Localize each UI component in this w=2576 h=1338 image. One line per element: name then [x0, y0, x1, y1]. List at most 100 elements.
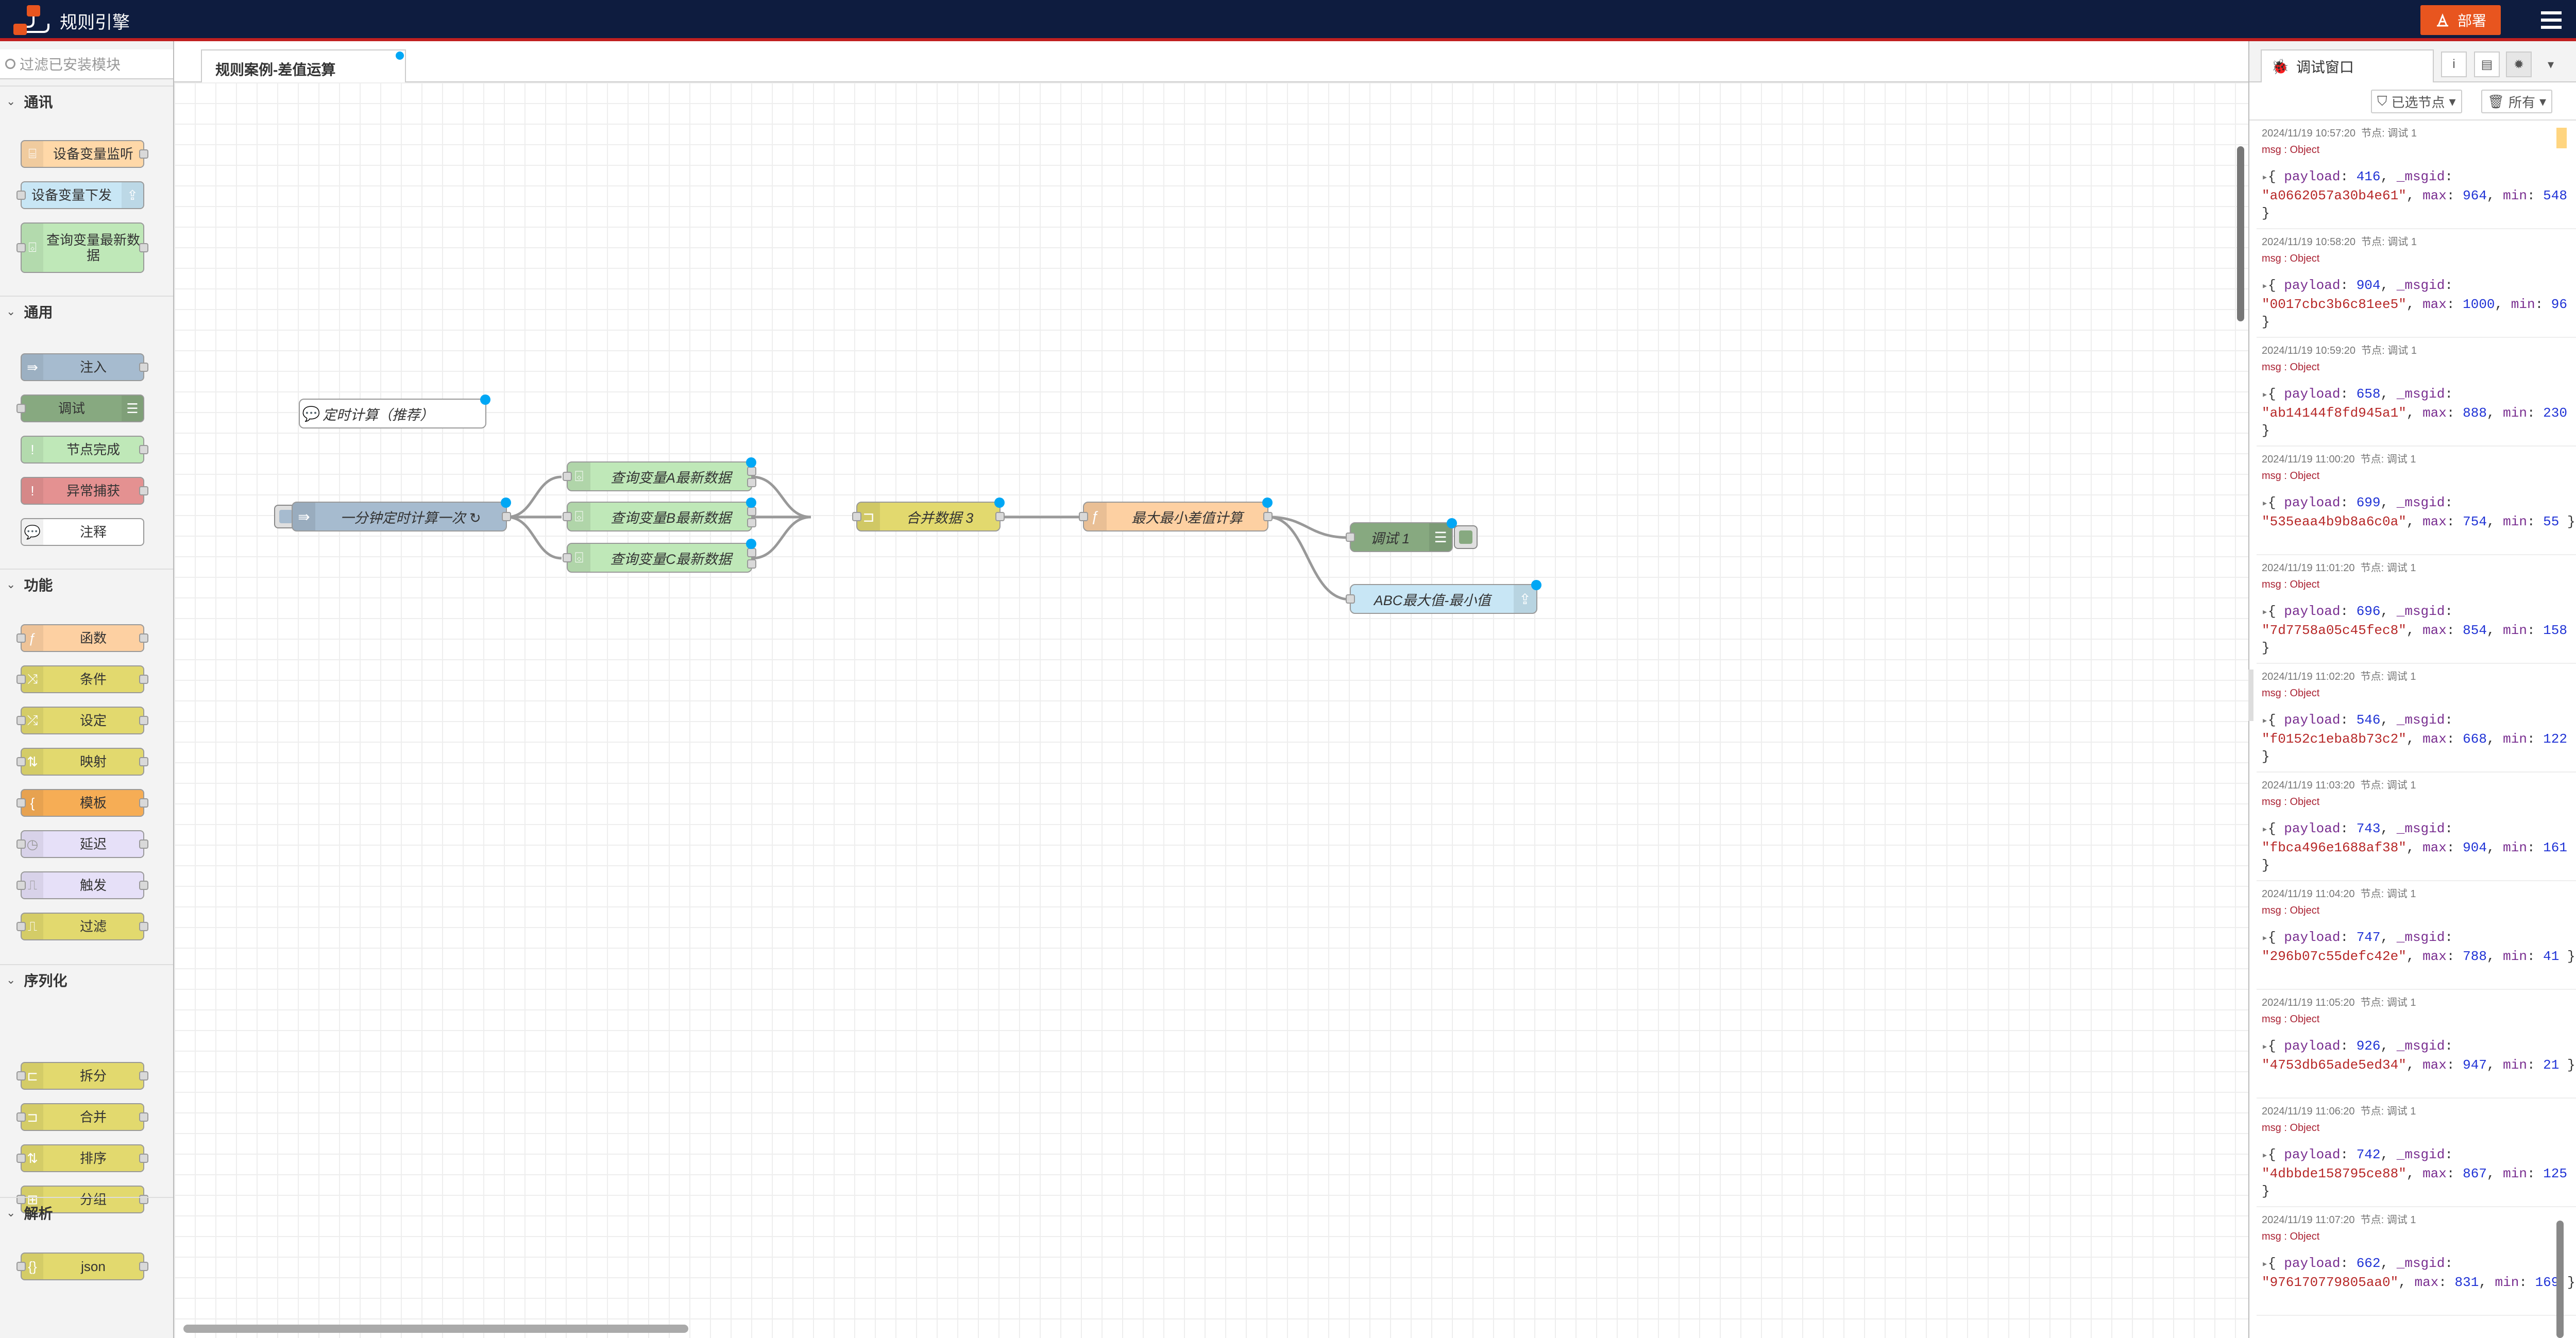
output-port[interactable] [502, 512, 511, 521]
palette-node-switch[interactable]: ⤨ 条件 [16, 665, 148, 693]
clear-all-dropdown[interactable]: 🗑 所有 ▾ [2481, 90, 2553, 113]
input-port[interactable] [1346, 594, 1355, 604]
output-port[interactable] [747, 467, 756, 476]
flow-canvas[interactable]: 💬 定时计算（推荐） ⇛ 一分钟定时计算一次 ↻ ⌺ 查询变量A最新数据 ⌺ 查… [174, 82, 2248, 1338]
palette-node-json[interactable]: {} json [16, 1253, 148, 1280]
category-header-common[interactable]: ⌄ 通用 [0, 296, 173, 327]
category-header-sequence[interactable]: ⌄ 序列化 [0, 964, 173, 995]
flow-node-join[interactable]: ⊐ 合并数据 3 [852, 498, 1005, 531]
expand-triangle-icon[interactable]: ▸ [2262, 933, 2268, 945]
output-port[interactable] [995, 512, 1005, 521]
message-payload[interactable]: ▸{ payload: 416, _msgid: "a0662057a30b4e… [2262, 169, 2567, 221]
message-payload[interactable]: ▸{ payload: 658, _msgid: "ab14144f8fd945… [2262, 386, 2567, 438]
category-header-comm[interactable]: ⌄ 通讯 [0, 85, 173, 116]
palette-node-inject[interactable]: ⇛ 注入 [21, 353, 148, 381]
expand-triangle-icon[interactable]: ▸ [2262, 498, 2268, 510]
expand-triangle-icon[interactable]: ▸ [2262, 715, 2268, 727]
chevron-down-icon[interactable]: ▾ [2547, 57, 2554, 72]
message-payload[interactable]: ▸{ payload: 696, _msgid: "7d7758a05c45fe… [2262, 604, 2567, 656]
message-payload[interactable]: ▸{ payload: 747, _msgid: "296b07c55defc4… [2262, 930, 2575, 964]
palette-node-delay[interactable]: ◷ 延迟 [16, 830, 148, 858]
canvas-horizontal-scrollbar[interactable] [183, 1325, 688, 1333]
expand-triangle-icon[interactable]: ▸ [2262, 172, 2268, 184]
flow-node-query-b[interactable]: ⌺ 查询变量B最新数据 [563, 498, 756, 531]
message-payload[interactable]: ▸{ payload: 743, _msgid: "fbca496e1688af… [2262, 821, 2567, 873]
canvas-vertical-scrollbar[interactable] [2237, 146, 2244, 321]
message-payload[interactable]: ▸{ payload: 699, _msgid: "535eaa4b9b8a6c… [2262, 495, 2575, 529]
expand-triangle-icon[interactable]: ▸ [2262, 607, 2268, 619]
flow-node-query-c[interactable]: ⌺ 查询变量C最新数据 [563, 539, 756, 573]
message-payload[interactable]: ▸{ payload: 904, _msgid: "0017cbc3b6c81e… [2262, 278, 2567, 330]
main-menu-button[interactable] [2539, 8, 2564, 33]
sidebar-resize-handle[interactable] [2248, 670, 2253, 721]
palette-node-device-listen[interactable]: ⌸ 设备变量监听 [21, 140, 148, 168]
message-payload[interactable]: ▸{ payload: 926, _msgid: "4753db65ade5ed… [2262, 1038, 2575, 1073]
palette-node-comment[interactable]: 💬 注释 [21, 518, 144, 546]
output-port[interactable] [747, 548, 756, 557]
palette-node-function[interactable]: ƒ 函数 [16, 624, 148, 652]
flow-node-comment[interactable]: 💬 定时计算（推荐） [299, 394, 490, 428]
palette-search-input[interactable]: 过滤已安装模块 [0, 49, 173, 79]
palette-node-range[interactable]: ⇅ 映射 [16, 748, 148, 776]
input-port[interactable] [1346, 533, 1355, 542]
palette-node-debug[interactable]: 调试 ☰ [16, 394, 144, 422]
expand-triangle-icon[interactable]: ▸ [2262, 1041, 2268, 1053]
book-icon[interactable]: ▤ [2474, 52, 2500, 77]
palette-node-query-latest[interactable]: ⌺ 查询变量最新数据 [16, 222, 148, 273]
palette-node-change[interactable]: ⤮ 设定 [16, 707, 148, 734]
input-port[interactable] [1079, 512, 1088, 521]
message-payload[interactable]: ▸{ payload: 662, _msgid: "976170779805aa… [2262, 1256, 2575, 1290]
palette-node-sort[interactable]: ⇅ 排序 [16, 1144, 148, 1172]
message-payload[interactable]: ▸{ payload: 546, _msgid: "f0152c1eba8b73… [2262, 712, 2567, 764]
filter-nodes-dropdown[interactable]: ⛉ 已选节点 ▾ [2371, 90, 2462, 113]
category-header-parser[interactable]: ⌄ 解析 [0, 1197, 173, 1228]
input-port[interactable] [563, 472, 572, 481]
info-icon[interactable]: i [2441, 52, 2467, 77]
message-payload[interactable]: ▸{ payload: 742, _msgid: "4dbbde158795ce… [2262, 1147, 2567, 1199]
output-port[interactable] [747, 507, 756, 516]
tab-flow-diff[interactable]: 规则案例-差值运算 [201, 49, 406, 82]
output-port[interactable] [747, 478, 756, 487]
output-port[interactable] [1263, 512, 1273, 521]
output-port[interactable] [747, 559, 756, 569]
tab-debug[interactable]: 🐞 调试窗口 [2261, 49, 2434, 82]
palette-node-complete[interactable]: ! 节点完成 [21, 436, 148, 464]
expand-triangle-icon[interactable]: ▸ [2262, 1259, 2268, 1271]
flow-node-inject[interactable]: ⇛ 一分钟定时计算一次 ↻ [292, 498, 511, 531]
palette-node-template[interactable]: { 模板 [16, 789, 148, 817]
output-port[interactable] [747, 518, 756, 527]
debug-toggle-button[interactable] [1454, 525, 1478, 549]
sidebar-scrollbar[interactable] [2556, 1221, 2564, 1338]
input-port[interactable] [852, 512, 861, 521]
expand-triangle-icon[interactable]: ▸ [2262, 824, 2268, 836]
expand-triangle-icon[interactable]: ▸ [2262, 281, 2268, 293]
input-port[interactable] [563, 512, 572, 521]
expand-triangle-icon[interactable]: ▸ [2262, 389, 2268, 401]
palette-node-trigger[interactable]: ⎍ 触发 [16, 871, 148, 899]
input-port[interactable] [563, 553, 572, 562]
flow-node-function[interactable]: ƒ 最大最小差值计算 [1079, 498, 1273, 531]
palette-node-catch[interactable]: ! 异常捕获 [21, 477, 148, 505]
palette-node-filter[interactable]: ⎍ 过滤 [16, 913, 148, 940]
bug-icon[interactable]: ✹ [2506, 52, 2532, 77]
flow-node-query-a[interactable]: ⌺ 查询变量A最新数据 [563, 457, 756, 491]
palette-node-join[interactable]: ⊐ 合并 [16, 1103, 148, 1131]
flow-node-device-send[interactable]: ABC最大值-最小值 ⇪ [1346, 580, 1541, 614]
palette-node-device-send[interactable]: 设备变量下发 ⇪ [16, 181, 144, 209]
palette-node-batch[interactable]: ⊞ 分组 [16, 1186, 148, 1213]
category-header-function[interactable]: ⌄ 功能 [0, 569, 173, 599]
flow-node-debug[interactable]: 调试 1 ☰ [1346, 518, 1457, 552]
palette-node-split[interactable]: ⊏ 拆分 [16, 1062, 148, 1090]
expand-triangle-icon[interactable]: ▸ [2262, 1150, 2268, 1162]
